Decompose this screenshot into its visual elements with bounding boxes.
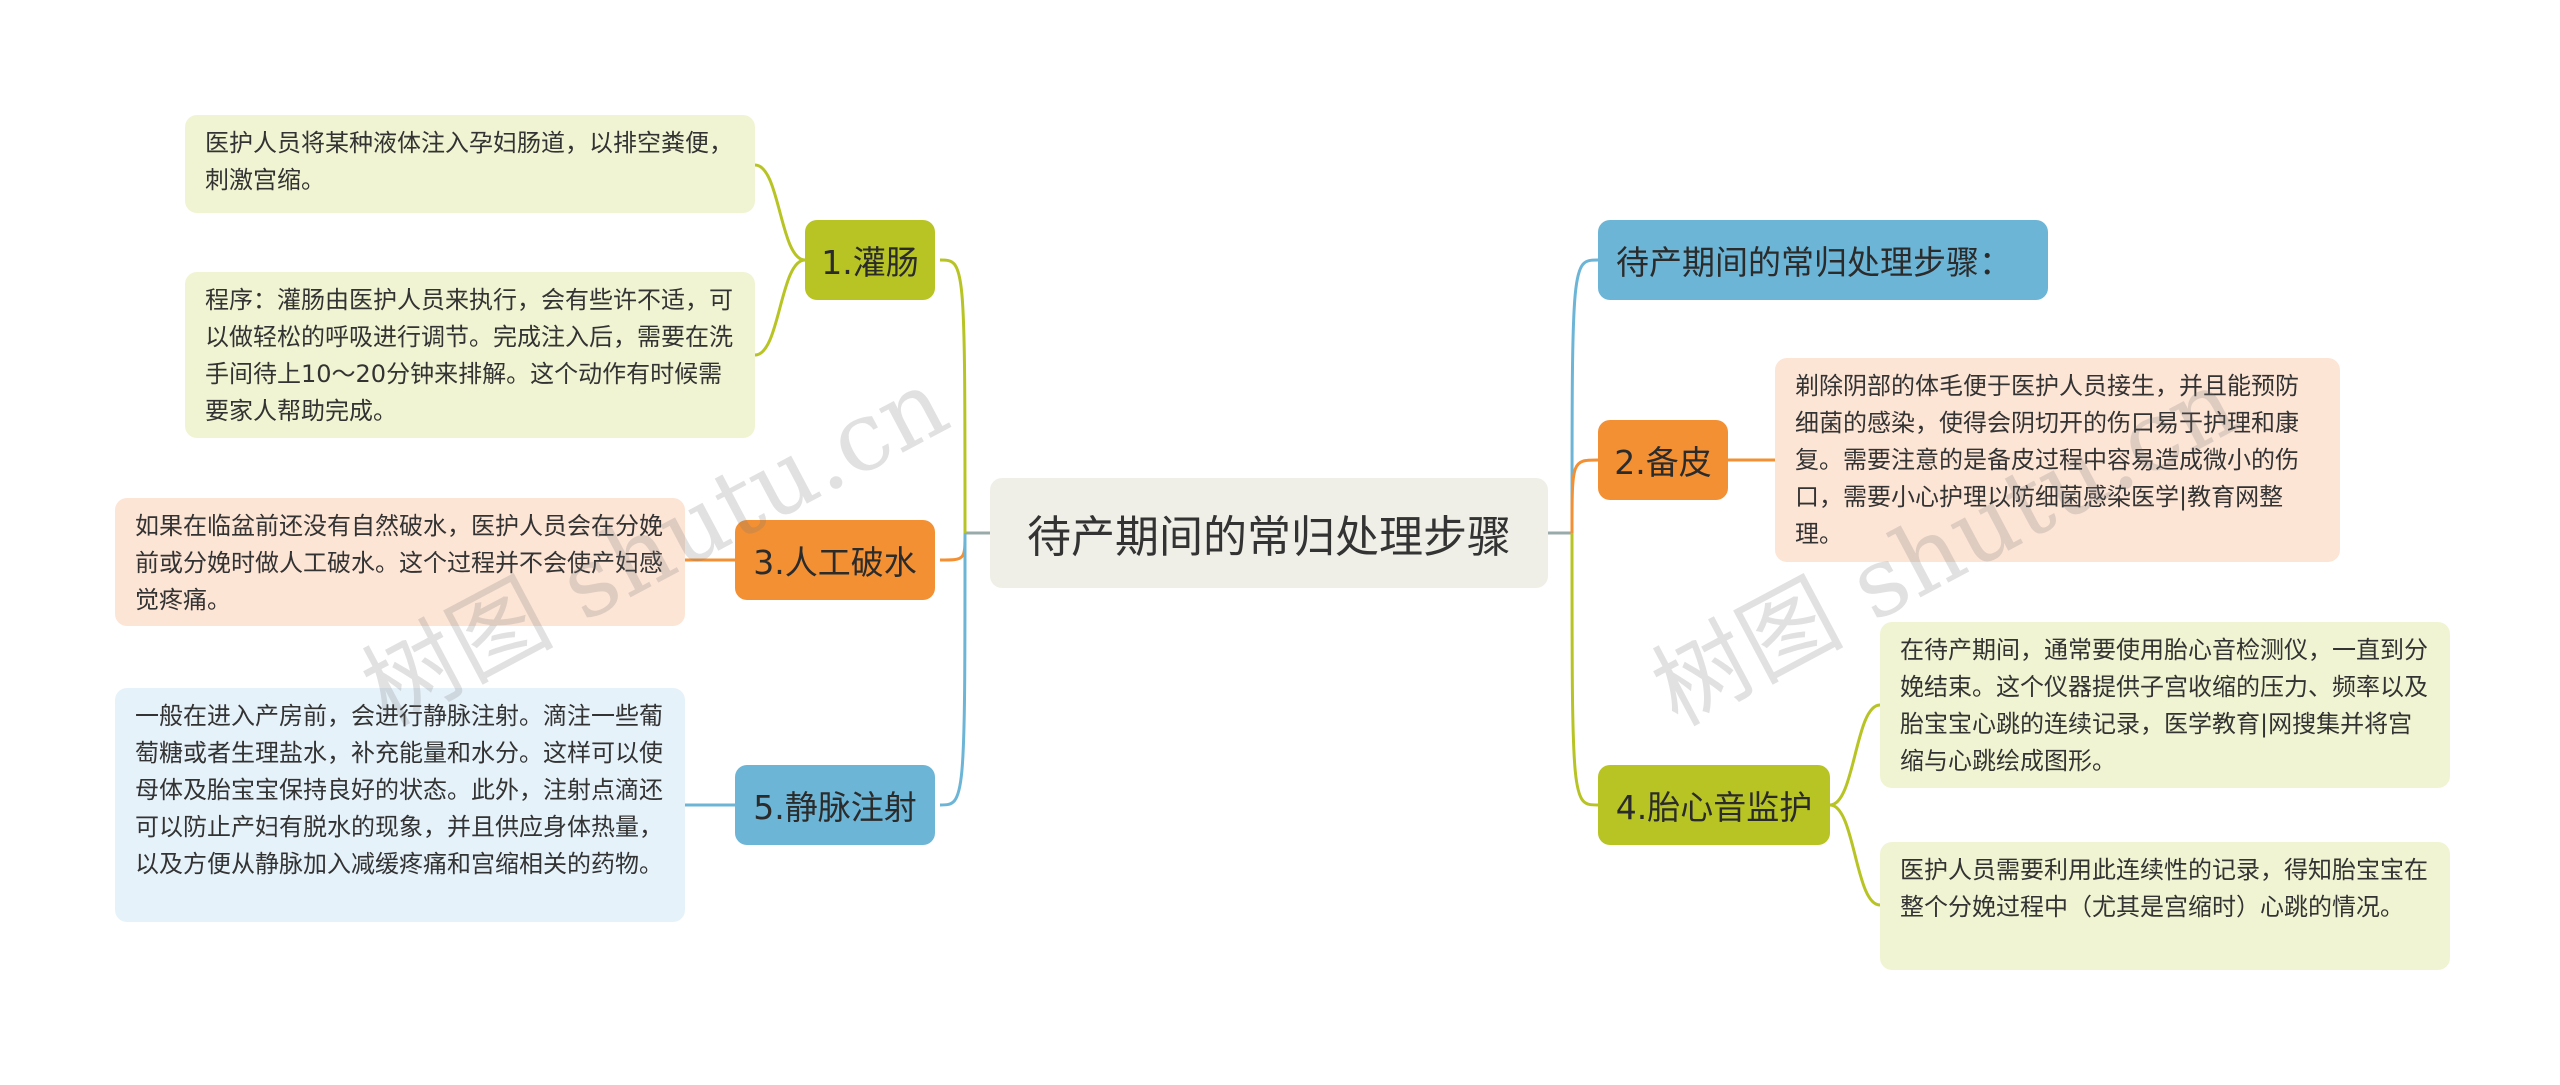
intro-topic-label: 待产期间的常归处理步骤： — [1616, 243, 2012, 282]
connector-b4-leaf1 — [1829, 703, 1881, 807]
leaf-fetal-monitoring-2-text: 医护人员需要利用此连续性的记录，得知胎宝宝在整个分娩过程中（尤其是宫缩时）心跳的… — [1900, 856, 2428, 921]
leaf-amniotomy-text: 如果在临盆前还没有自然破水，医护人员会在分娩前或分娩时做人工破水。这个过程并不会… — [135, 512, 663, 614]
connector-left-b1 — [939, 258, 967, 534]
branch-amniotomy[interactable]: 3.人工破水 — [735, 520, 935, 600]
leaf-iv-injection[interactable]: 一般在进入产房前，会进行静脉注射。滴注一些葡萄糖或者生理盐水，补充能量和水分。这… — [115, 688, 685, 922]
branch-skin-prep[interactable]: 2.备皮 — [1598, 420, 1728, 500]
leaf-enema-1[interactable]: 医护人员将某种液体注入孕妇肠道，以排空粪便，刺激宫缩。 — [185, 115, 755, 213]
branch-skin-prep-label: 2.备皮 — [1614, 443, 1712, 482]
branch-iv-injection-label: 5.静脉注射 — [753, 788, 917, 827]
connector-b1-leaf2 — [754, 258, 806, 357]
intro-topic[interactable]: 待产期间的常归处理步骤： — [1598, 220, 2048, 300]
leaf-skin-prep[interactable]: 剃除阴部的体毛便于医护人员接生，并且能预防细菌的感染，使得会阴切开的伤口易于护理… — [1775, 358, 2340, 562]
branch-enema-label: 1.灌肠 — [821, 243, 919, 282]
branch-enema[interactable]: 1.灌肠 — [805, 220, 935, 300]
connector-b4-leaf2 — [1829, 803, 1881, 907]
branch-fetal-monitoring[interactable]: 4.胎心音监护 — [1598, 765, 1830, 845]
connector-right-intro — [1570, 258, 1599, 534]
leaf-enema-2[interactable]: 程序：灌肠由医护人员来执行，会有些许不适，可以做轻松的呼吸进行调节。完成注入后，… — [185, 272, 755, 438]
branch-fetal-monitoring-label: 4.胎心音监护 — [1615, 788, 1813, 827]
branch-iv-injection[interactable]: 5.静脉注射 — [735, 765, 935, 845]
leaf-enema-1-text: 医护人员将某种液体注入孕妇肠道，以排空粪便，刺激宫缩。 — [205, 129, 733, 194]
connector-right-b4 — [1570, 532, 1599, 807]
leaf-enema-2-text: 程序：灌肠由医护人员来执行，会有些许不适，可以做轻松的呼吸进行调节。完成注入后，… — [205, 286, 733, 425]
leaf-skin-prep-text: 剃除阴部的体毛便于医护人员接生，并且能预防细菌的感染，使得会阴切开的伤口易于护理… — [1795, 372, 2299, 548]
branch-amniotomy-label: 3.人工破水 — [753, 543, 917, 582]
leaf-fetal-monitoring-1-text: 在待产期间，通常要使用胎心音检测仪，一直到分娩结束。这个仪器提供子宫收缩的压力、… — [1900, 636, 2428, 775]
connector-right-b2 — [1570, 458, 1599, 534]
leaf-fetal-monitoring-1[interactable]: 在待产期间，通常要使用胎心音检测仪，一直到分娩结束。这个仪器提供子宫收缩的压力、… — [1880, 622, 2450, 788]
leaf-amniotomy[interactable]: 如果在临盆前还没有自然破水，医护人员会在分娩前或分娩时做人工破水。这个过程并不会… — [115, 498, 685, 626]
leaf-fetal-monitoring-2[interactable]: 医护人员需要利用此连续性的记录，得知胎宝宝在整个分娩过程中（尤其是宫缩时）心跳的… — [1880, 842, 2450, 970]
connector-left-b5 — [939, 532, 967, 807]
leaf-iv-injection-text: 一般在进入产房前，会进行静脉注射。滴注一些葡萄糖或者生理盐水，补充能量和水分。这… — [135, 702, 663, 878]
connector-left-b3 — [939, 532, 967, 562]
connector-b1-leaf1 — [754, 163, 806, 262]
root-title: 待产期间的常归处理步骤 — [1027, 512, 1511, 563]
root-topic[interactable]: 待产期间的常归处理步骤 — [990, 478, 1548, 588]
